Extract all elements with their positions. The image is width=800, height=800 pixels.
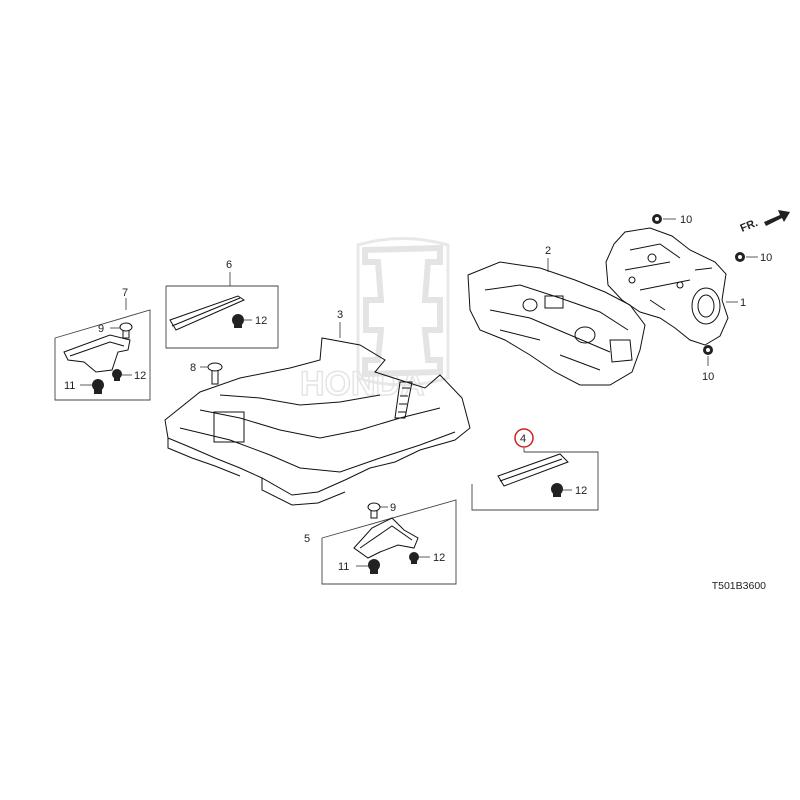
callout-4: 4 xyxy=(520,433,526,445)
callout-7: 7 xyxy=(122,287,128,299)
callout-8: 8 xyxy=(190,362,196,374)
grommet-10-b-icon xyxy=(735,252,745,262)
callout-2: 2 xyxy=(545,245,551,257)
callout-10-b: 10 xyxy=(760,252,772,264)
clip-11-a-icon xyxy=(92,379,104,394)
front-direction-indicator: FR. xyxy=(739,210,790,235)
part-7-group xyxy=(54,298,151,401)
callout-10-a: 10 xyxy=(680,214,692,226)
front-label: FR. xyxy=(739,217,760,235)
callout-6: 6 xyxy=(226,259,232,271)
callout-12-b: 12 xyxy=(134,370,146,382)
dashboard-insulator-inner xyxy=(467,261,646,386)
callout-11-b: 11 xyxy=(338,561,349,573)
callout-3: 3 xyxy=(337,309,343,321)
callout-12-d: 12 xyxy=(433,552,445,564)
callout-5: 5 xyxy=(304,533,310,545)
part-6-group xyxy=(165,272,279,349)
callout-12-a: 12 xyxy=(255,315,267,327)
diagram-code: T501B3600 xyxy=(711,580,766,592)
callout-labels: 1 2 3 4 5 6 7 8 9 9 10 10 10 11 11 12 12… xyxy=(64,214,772,573)
dashboard-insulator-outer xyxy=(605,227,729,346)
callout-12-c: 12 xyxy=(575,485,587,497)
clip-12-d-icon xyxy=(409,552,419,564)
callout-4-highlight-ring xyxy=(514,428,534,448)
honda-watermark-logo: HONDA xyxy=(299,237,450,404)
part-4-group xyxy=(471,448,599,511)
clip-12-b-icon xyxy=(112,369,122,381)
clip-9-a-icon xyxy=(119,322,133,339)
clip-11-b-icon xyxy=(368,559,380,574)
callout-10-c: 10 xyxy=(702,371,714,383)
grommet-10-c-icon xyxy=(703,345,713,355)
leader-lines xyxy=(80,218,758,567)
grommet-10-a-icon xyxy=(652,214,662,224)
clip-8-icon xyxy=(207,362,223,385)
clip-12-a-icon xyxy=(232,314,244,328)
callout-1: 1 xyxy=(740,297,746,309)
callout-11-a: 11 xyxy=(64,380,75,392)
front-arrow-icon xyxy=(764,210,790,226)
svg-text:HONDA: HONDA xyxy=(300,365,425,403)
clip-9-b-icon xyxy=(367,502,381,519)
callout-9-b: 9 xyxy=(390,502,396,514)
part-5-group xyxy=(321,499,457,585)
callout-9-a: 9 xyxy=(98,323,104,335)
floor-carpet xyxy=(164,337,471,506)
clip-12-c-icon xyxy=(551,483,563,497)
